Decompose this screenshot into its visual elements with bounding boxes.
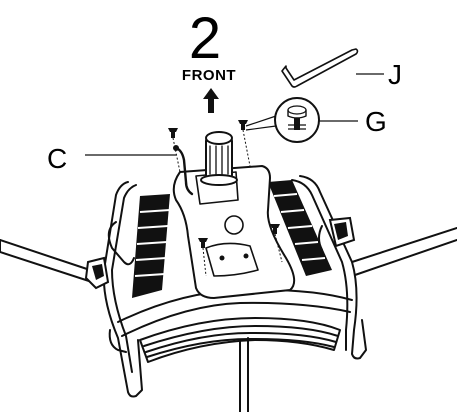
- callout-j-label: J: [388, 59, 402, 90]
- screw-icon: [274, 97, 320, 143]
- hex-key-icon: [281, 48, 359, 88]
- base-legs: [0, 227, 457, 412]
- front-label: FRONT: [182, 67, 236, 84]
- screw-bottom-right: [270, 224, 283, 263]
- step-number: 2: [189, 6, 221, 71]
- screw-top-right: [238, 120, 251, 167]
- callout-c-label: C: [47, 143, 67, 174]
- arrow-up-icon: [203, 88, 219, 113]
- magnifier-pointer: [245, 115, 277, 131]
- screws: [168, 120, 283, 277]
- screw-top-left: [168, 128, 181, 173]
- callout-g-label: G: [365, 106, 387, 137]
- seat-frame: [84, 131, 367, 398]
- screw-bottom-left: [198, 238, 208, 277]
